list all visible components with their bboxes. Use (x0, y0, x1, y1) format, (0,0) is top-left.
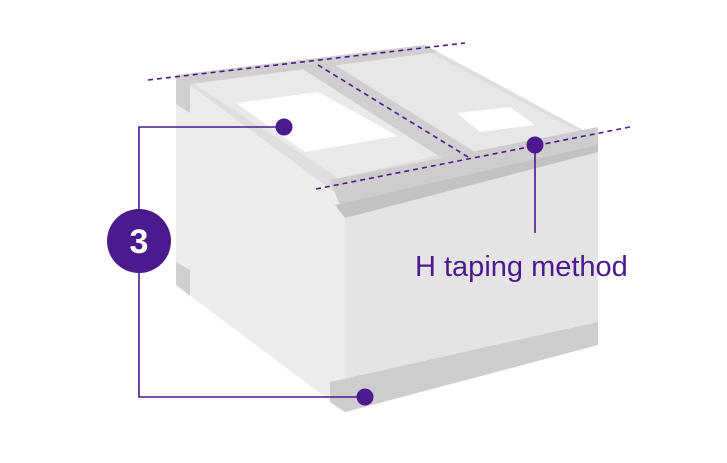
box (176, 45, 598, 412)
shipping-label-left (236, 92, 398, 152)
center-tape-strip (298, 62, 475, 160)
front-bottom-tape-band (330, 322, 598, 412)
method-label: H taping method (415, 251, 628, 283)
bottom-edge-marker (356, 388, 374, 406)
box-left-face (176, 75, 345, 412)
tape-guides (147, 42, 631, 190)
shipping-label-right (457, 107, 535, 132)
top-label-marker (275, 118, 293, 136)
back-tape-guide (147, 42, 466, 81)
center-tape-guide (317, 64, 469, 158)
method-marker (526, 136, 544, 154)
back-edge-tape (176, 45, 438, 84)
step-badge-circle (107, 209, 171, 273)
step-badge-number: 3 (130, 223, 149, 261)
left-bottom-tape-band (176, 262, 190, 296)
front-top-tape-shadow (335, 145, 598, 218)
left-top-tape-band (176, 75, 190, 113)
step-badge: 3 (107, 209, 171, 273)
